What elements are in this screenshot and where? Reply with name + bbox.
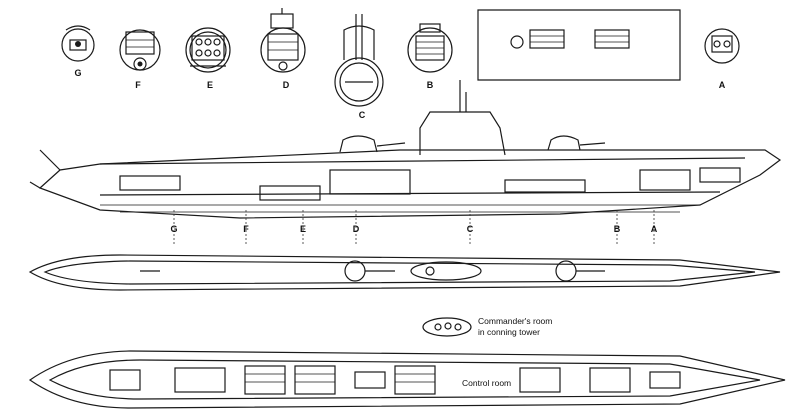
cross-section-b: B bbox=[407, 23, 453, 90]
side-profile-cutaway bbox=[29, 80, 782, 219]
commander-room-label-line2: in conning tower bbox=[478, 327, 540, 337]
profile-mark-d: D bbox=[353, 224, 360, 234]
section-label-f: F bbox=[135, 80, 141, 90]
commander-room-inset: Commander's room in conning tower bbox=[422, 316, 552, 337]
cross-section-e: E bbox=[185, 27, 231, 90]
section-label-c: C bbox=[359, 110, 366, 120]
profile-mark-e: E bbox=[300, 224, 306, 234]
profile-mark-f: F bbox=[243, 224, 249, 234]
cross-section-f: F bbox=[119, 29, 161, 90]
profile-mark-c: C bbox=[467, 224, 474, 234]
section-label-a: A bbox=[719, 80, 726, 90]
deck-plan-view bbox=[28, 254, 781, 291]
section-label-e: E bbox=[207, 80, 213, 90]
section-label-g: G bbox=[74, 68, 81, 78]
deck-plan-detail bbox=[477, 9, 681, 81]
interior-plan-view: Control room bbox=[28, 350, 786, 409]
section-label-d: D bbox=[283, 80, 290, 90]
cross-section-c: C bbox=[334, 14, 384, 120]
profile-mark-a: A bbox=[651, 224, 658, 234]
profile-section-marks: G F E D C B A bbox=[170, 210, 658, 246]
profile-mark-b: B bbox=[614, 224, 621, 234]
cross-section-g: G bbox=[61, 25, 95, 78]
cross-section-a: A bbox=[704, 28, 740, 90]
profile-mark-g: G bbox=[170, 224, 177, 234]
section-label-b: B bbox=[427, 80, 434, 90]
commander-room-label-line1: Commander's room bbox=[478, 316, 552, 326]
control-room-label: Control room bbox=[462, 378, 511, 388]
cross-section-d: D bbox=[260, 8, 306, 90]
